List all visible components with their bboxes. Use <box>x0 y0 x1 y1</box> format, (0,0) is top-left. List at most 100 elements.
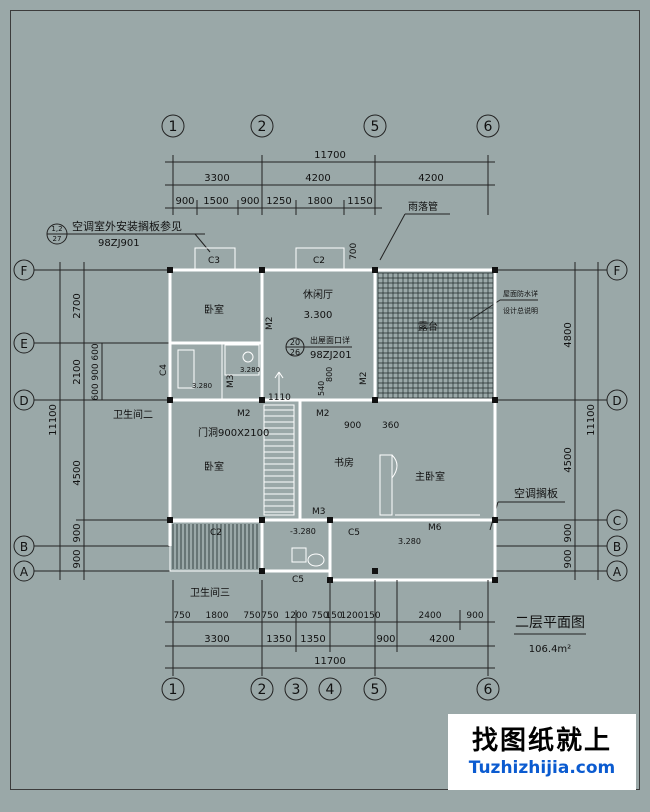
room-bedroom-sw: 卧室 <box>204 460 224 473</box>
dim-top-4200a: 4200 <box>305 173 330 184</box>
dim-right-900b: 900 <box>563 549 574 568</box>
tag-m3-b: M3 <box>312 507 326 517</box>
room-master: 主卧室 <box>415 470 445 483</box>
axis-right-B: B <box>613 540 621 554</box>
bathroom-fixtures <box>177 344 325 567</box>
dim-top-1150: 1150 <box>347 196 372 207</box>
dim-right-4800: 4800 <box>563 322 574 347</box>
level-a: 3.280 <box>240 366 260 374</box>
axis-bot-3: 3 <box>292 682 301 698</box>
plan-area: 106.4m² <box>529 644 571 655</box>
axis-left-F: F <box>21 264 28 278</box>
right-dimensions: 4800 4500 900 900 11100 <box>563 262 599 580</box>
note-panel: 空调室外安装搁板参见 <box>72 219 182 233</box>
dim-bot-1200a: 1200 <box>285 611 308 621</box>
level-d: 3.280 <box>398 537 421 546</box>
columns <box>167 267 498 583</box>
note-window-idx-top: 20 <box>290 338 300 347</box>
dim-bot-1350a: 1350 <box>266 634 291 645</box>
notes: 1,2 27 空调室外安装搁板参见 98ZJ901 雨落管 屋面防水详 设计总说… <box>46 200 565 531</box>
dim-left-900a: 900 <box>72 523 83 542</box>
dim-bot-3300: 3300 <box>204 634 229 645</box>
axis-top-6: 6 <box>484 119 493 135</box>
level-c: -3.280 <box>290 527 316 536</box>
axis-top-1: 1 <box>169 119 178 135</box>
dim-540: 540 <box>317 381 326 396</box>
balcony-hatch <box>172 524 258 569</box>
note-terrace: 屋面防水详 <box>503 289 538 298</box>
note-window: 出屋面口详 <box>310 335 350 345</box>
dim-bot-750d: 750 <box>311 611 328 621</box>
plan-title: 二层平面图 <box>515 615 585 631</box>
dim-right-900a: 900 <box>563 523 574 542</box>
axis-bot-6: 6 <box>484 682 493 698</box>
tag-m3-a: M3 <box>226 375 236 389</box>
dim-700: 700 <box>349 243 359 260</box>
dim-left-4500: 4500 <box>72 460 83 485</box>
axis-extension-lines <box>34 269 607 572</box>
room-bath3: 卫生间三 <box>190 586 230 599</box>
dim-top-900b: 900 <box>240 196 259 207</box>
axis-bot-4: 4 <box>326 682 335 698</box>
axis-right-F: F <box>614 264 621 278</box>
tag-c2-top: C2 <box>313 256 325 266</box>
dim-left-total: 11100 <box>48 404 59 436</box>
note-window-ref: 98ZJ201 <box>310 350 352 361</box>
element-tags: C3 C2 700 M2 M2 C4 M3 3.280 3.280 M2 111… <box>159 243 442 585</box>
level-b: 3.280 <box>192 382 212 390</box>
terrace-grid <box>377 272 494 399</box>
top-dimensions: 11700 3300 4200 4200 900 1500 900 1250 1… <box>165 150 495 215</box>
dim-bot-total: 11700 <box>314 656 346 667</box>
brand-en: Tuzhizhijia.com <box>468 758 616 778</box>
room-study: 书房 <box>334 456 354 469</box>
dim-bot-1800: 1800 <box>206 611 229 621</box>
tag-m2-b: M2 <box>359 372 369 386</box>
stairs <box>263 371 295 516</box>
dim-bot-150b: 150 <box>363 611 380 621</box>
dim-900: 900 <box>344 421 361 431</box>
dim-left-900: 900 <box>91 363 101 380</box>
dim-left-600a: 600 <box>91 343 101 360</box>
note-panel-idx-top: 1,2 <box>51 225 62 233</box>
tag-m2-a: M2 <box>265 317 275 331</box>
dim-left-900b: 900 <box>72 549 83 568</box>
bottom-axis-bubbles: 1 2 3 4 5 6 <box>161 677 500 701</box>
axis-left-E: E <box>20 337 28 351</box>
room-lounge-level: 3.300 <box>304 310 333 321</box>
dim-right-4500: 4500 <box>563 447 574 472</box>
note-panel-ref: 98ZJ901 <box>98 238 140 249</box>
tag-c4: C4 <box>159 364 169 376</box>
note-window-idx-bottom: 26 <box>290 348 300 357</box>
dim-bot-900: 900 <box>466 611 483 621</box>
note-terrace2: 设计总说明 <box>503 306 538 315</box>
room-bedroom-nw: 卧室 <box>204 303 224 316</box>
room-terrace: 露台 <box>418 320 438 333</box>
dim-bot-750a: 750 <box>173 611 190 621</box>
dim-right-total: 11100 <box>586 404 597 436</box>
plan-title-block: 二层平面图 106.4m² <box>514 615 586 655</box>
room-labels: 卧室 休闲厅 3.300 露台 卫生间二 门洞900X2100 卧室 书房 主卧… <box>113 288 445 599</box>
dim-top-900a: 900 <box>175 196 194 207</box>
left-dimensions: 11100 2700 2100 4500 900 900 600 900 600 <box>48 262 170 580</box>
drawing-frame <box>10 10 640 790</box>
axis-bot-5: 5 <box>371 682 380 698</box>
dim-top-1250: 1250 <box>266 196 291 207</box>
axis-top-2: 2 <box>258 119 267 135</box>
axis-left-A: A <box>20 565 29 579</box>
dim-top-total: 11700 <box>314 150 346 161</box>
tag-m2-d: M2 <box>316 409 330 419</box>
dim-360: 360 <box>382 421 399 431</box>
dim-bot-2400: 2400 <box>419 611 442 621</box>
axis-left-D: D <box>19 394 28 408</box>
tag-c2-bot: C2 <box>210 528 222 538</box>
dim-left-600b: 600 <box>91 383 101 400</box>
tag-m2-c: M2 <box>237 409 251 419</box>
dim-bot-1350b: 1350 <box>300 634 325 645</box>
dim-1110: 1110 <box>268 393 291 403</box>
axis-right-D: D <box>612 394 621 408</box>
axis-right-C: C <box>613 514 621 528</box>
walls <box>168 247 497 582</box>
brand-watermark: 找图纸就上 Tuzhizhijia.com <box>448 714 636 790</box>
dim-bot-900b: 900 <box>376 634 395 645</box>
